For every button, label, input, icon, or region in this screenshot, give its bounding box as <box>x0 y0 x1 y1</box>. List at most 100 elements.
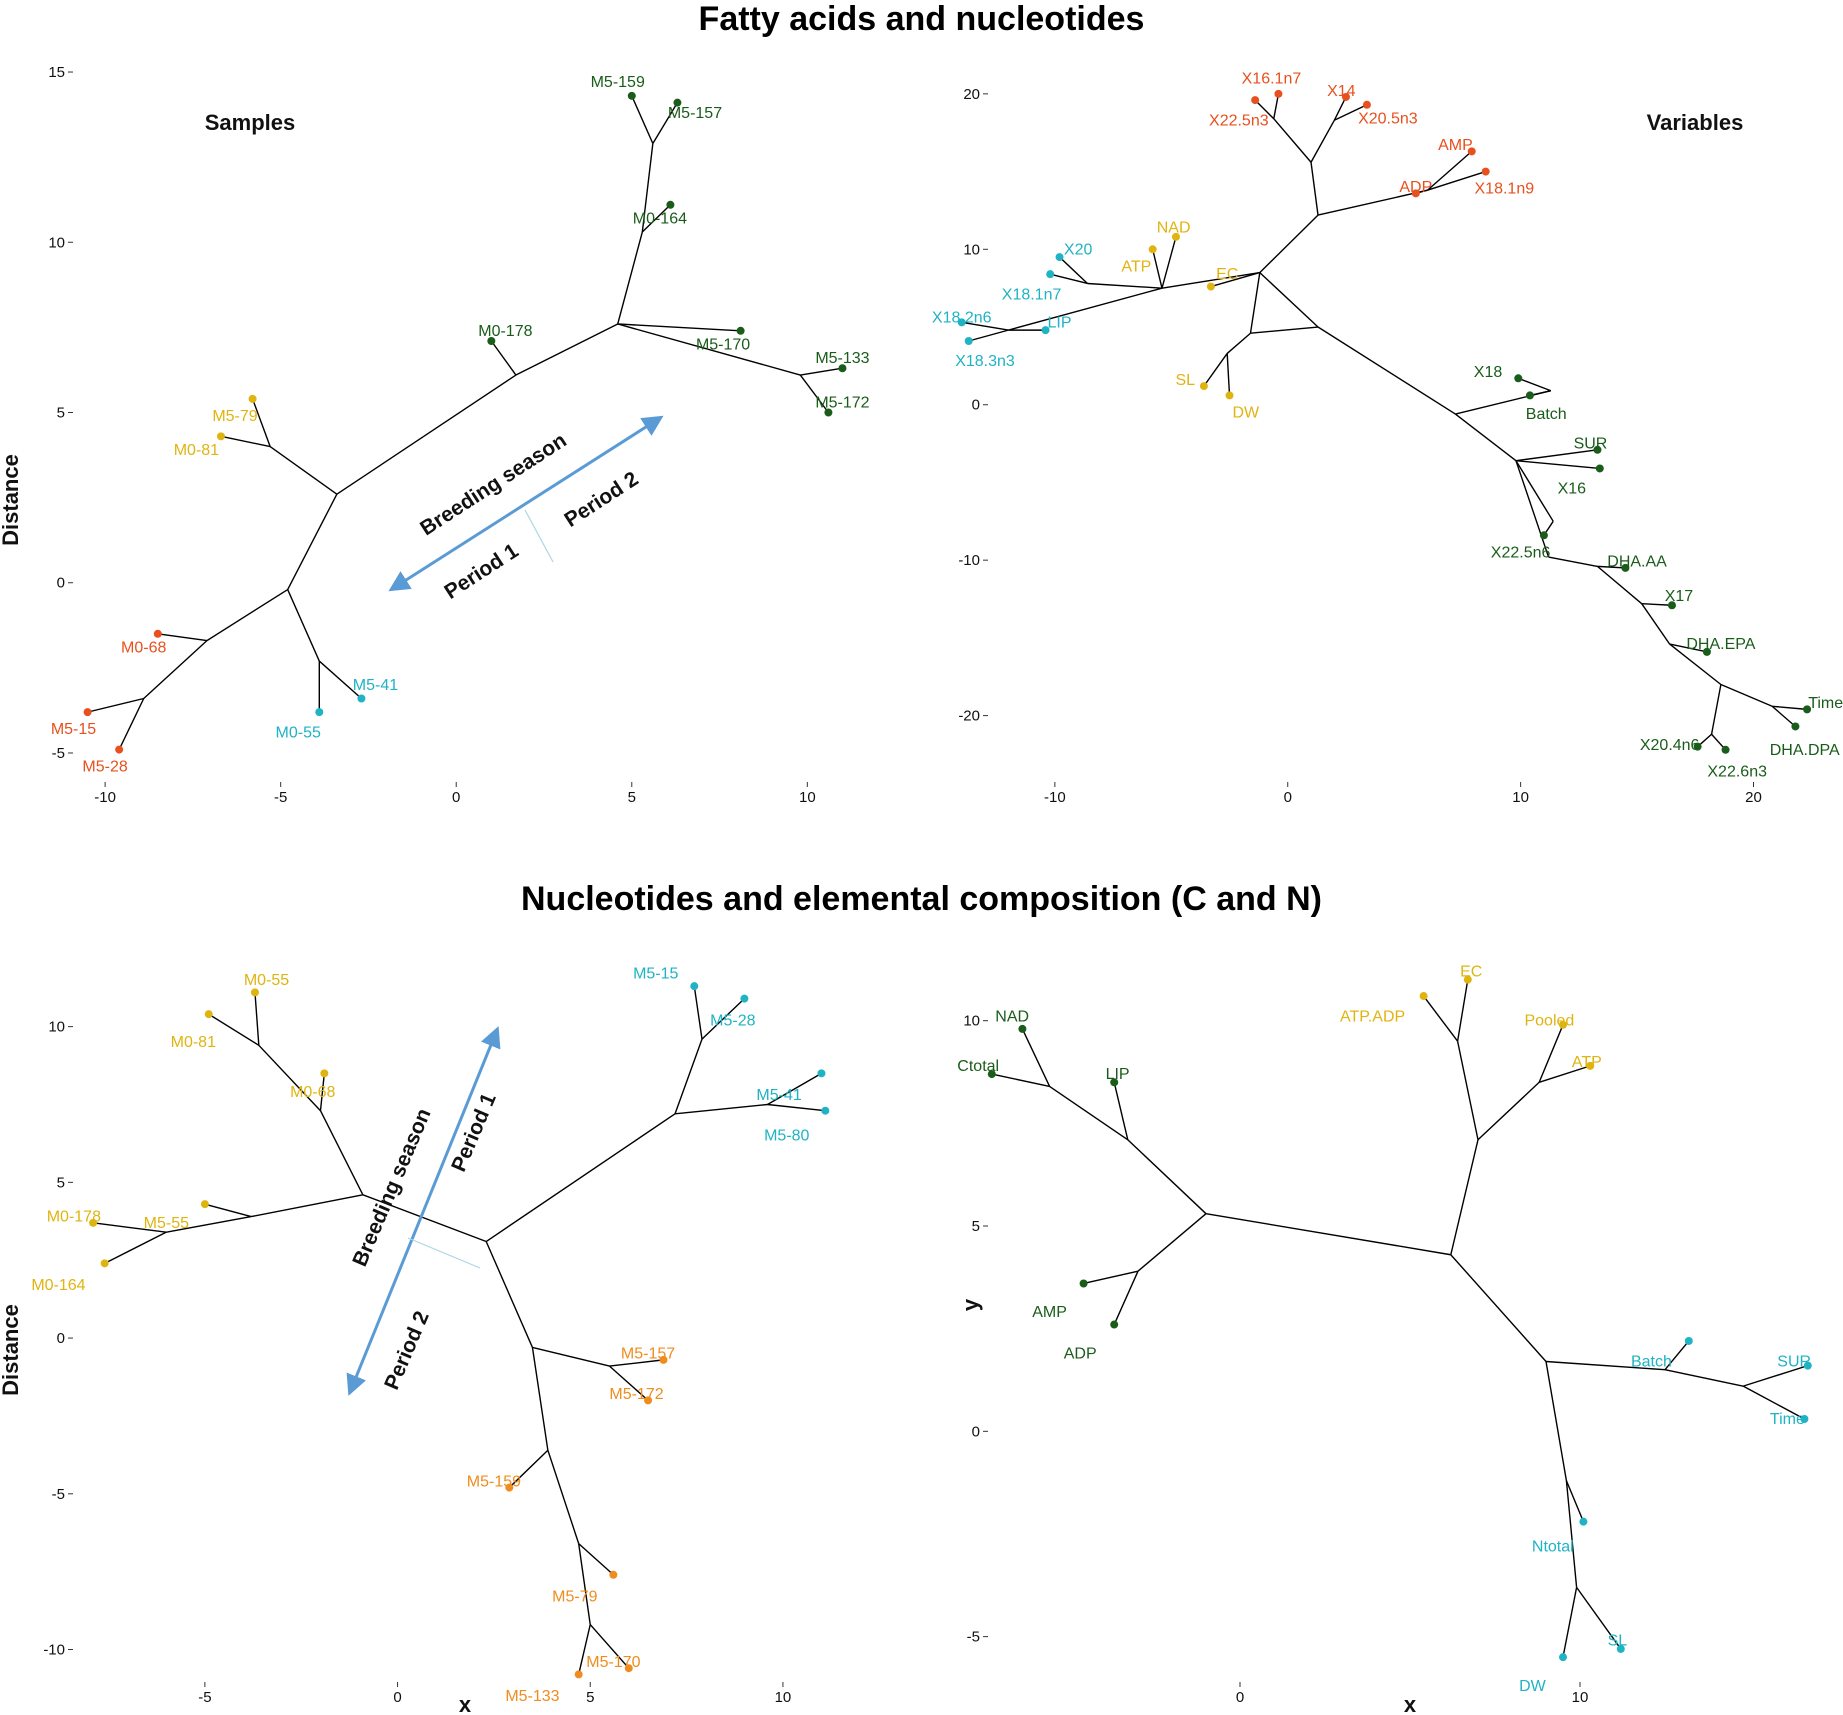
leaf-point <box>1467 147 1476 156</box>
tree-leaf-branch <box>991 1073 1050 1088</box>
y-tick-label: 5 <box>57 405 65 422</box>
tree-leaf-branch <box>1050 273 1088 285</box>
tree-branch <box>1454 413 1517 462</box>
tree-leaf-branch <box>1515 459 1600 470</box>
leaf-point <box>987 1070 996 1079</box>
leaf-point <box>1041 326 1050 335</box>
leaf-label: M5-172 <box>609 1386 663 1403</box>
x-tick-label: 10 <box>799 789 816 806</box>
leaf-point <box>1684 1336 1693 1345</box>
y-tick-label: 10 <box>48 234 65 251</box>
leaf-point <box>1274 89 1283 98</box>
tree-branch <box>485 1113 676 1243</box>
leaf-point <box>1362 100 1371 109</box>
tree-leaf-branch <box>1161 236 1177 289</box>
y-tick-label: 10 <box>48 1019 65 1036</box>
y-tick-label: 10 <box>963 1013 980 1030</box>
leaf-label: NAD <box>995 1009 1029 1026</box>
leaf-point <box>1721 745 1730 754</box>
leaf-label: Ntotal <box>1532 1538 1574 1555</box>
x-tick-label: -5 <box>198 1689 211 1706</box>
leaf-point <box>1579 1517 1588 1526</box>
tree-leaf-branch <box>1113 1270 1139 1325</box>
leaf-label: DW <box>1519 1678 1547 1695</box>
leaf-point <box>1803 705 1812 714</box>
tree-branch <box>1669 643 1722 686</box>
leaf-point <box>505 1483 514 1492</box>
leaf-point <box>357 694 366 703</box>
tree-leaf-branch <box>800 367 843 376</box>
tree-leaf-branch <box>118 698 145 750</box>
leaf-point <box>1110 1078 1119 1087</box>
leaf-point <box>1206 282 1215 291</box>
tree-branch <box>1545 1361 1568 1481</box>
leaf-point <box>315 708 324 717</box>
leaf-label: M5-170 <box>586 1654 640 1671</box>
leaf-point <box>1667 601 1676 610</box>
leaf-label: Ctotal <box>957 1058 999 1075</box>
leaf-point <box>1055 253 1064 262</box>
y-tick-label: 5 <box>57 1174 65 1191</box>
leaf-point <box>1791 722 1800 731</box>
tree-branch <box>1710 684 1722 735</box>
leaf-label: AMP <box>1438 137 1473 154</box>
leaf-point <box>320 1069 329 1078</box>
y-tick-label: -5 <box>52 1486 65 1503</box>
leaf-point <box>690 982 699 991</box>
leaf-label: M5-80 <box>764 1128 809 1145</box>
tree-branch <box>674 1038 703 1115</box>
y-tick-label: 0 <box>57 575 65 592</box>
tree-leaf-branch <box>1515 449 1598 462</box>
tree-branch <box>1087 282 1163 289</box>
tree-branch <box>1250 326 1319 334</box>
leaf-point <box>1411 189 1420 198</box>
y-tick-label: -5 <box>967 1629 980 1646</box>
x-tick-label: 5 <box>586 1689 594 1706</box>
leaf-label: ADP <box>1064 1345 1097 1362</box>
tree-branch <box>1226 332 1251 354</box>
leaf-label: M5-170 <box>696 336 750 353</box>
tree-leaf-branch <box>1538 1065 1591 1083</box>
x-tick-label: 10 <box>1512 789 1529 806</box>
leaf-label: M0-164 <box>633 210 687 227</box>
leaf-label: ATP <box>1572 1054 1602 1071</box>
tree-branch <box>515 323 619 376</box>
period-separator <box>524 509 554 563</box>
leaf-point <box>1171 232 1180 241</box>
leaf-point <box>1621 563 1630 572</box>
leaf-label: DHA.DPA <box>1770 742 1840 759</box>
leaf-point <box>740 994 749 1003</box>
x-tick-label: 0 <box>1236 1689 1244 1706</box>
period-2-label: Period 2 <box>560 467 642 531</box>
tree-leaf-branch <box>799 374 829 413</box>
tree-leaf-branch <box>318 660 362 700</box>
tree-branch <box>1641 603 1671 645</box>
leaf-point <box>216 432 225 441</box>
tree-branch <box>166 1215 252 1233</box>
tree-branch <box>1720 683 1773 707</box>
tree-leaf-branch <box>631 95 654 144</box>
tree-branch <box>641 143 654 233</box>
leaf-point <box>838 364 847 373</box>
tree-leaf-branch <box>1562 1587 1578 1658</box>
y-tick-label: -5 <box>52 745 65 762</box>
x-tick-label: -10 <box>1044 789 1066 806</box>
leaf-point <box>250 988 259 997</box>
tree-branch <box>1127 1139 1207 1215</box>
leaf-point <box>1702 647 1711 656</box>
y-axis-label: Distance <box>0 454 23 546</box>
leaf-label: M0-164 <box>31 1277 85 1294</box>
y-tick-label: -10 <box>958 552 980 569</box>
tree-leaf-branch <box>767 1103 826 1112</box>
y-tick-label: 0 <box>57 1330 65 1347</box>
tree-branch <box>577 1543 591 1625</box>
tree-branch <box>485 1241 534 1348</box>
tree-branch <box>1565 1480 1578 1588</box>
leaf-label: X20.5n3 <box>1358 111 1418 128</box>
tree-branch <box>1249 272 1261 334</box>
leaf-label: M5-15 <box>633 966 678 983</box>
tree-leaf-branch <box>609 1359 664 1367</box>
